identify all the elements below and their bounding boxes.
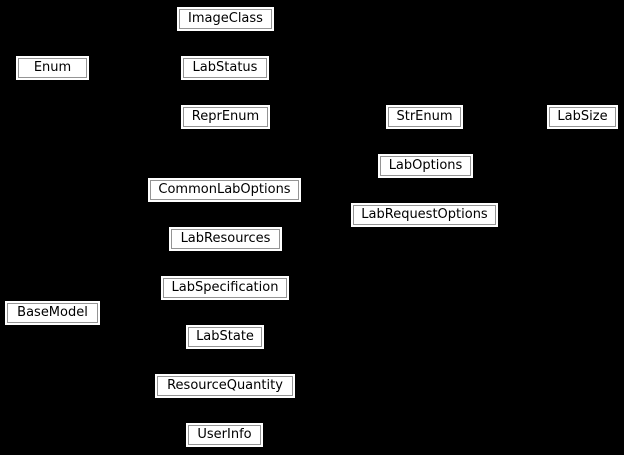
- node-labsize[interactable]: LabSize: [547, 105, 618, 129]
- node-labstatus[interactable]: LabStatus: [181, 56, 269, 80]
- node-labstate[interactable]: LabState: [186, 325, 264, 349]
- node-commonlaboptions[interactable]: CommonLabOptions: [148, 178, 301, 202]
- node-enum[interactable]: Enum: [16, 56, 89, 80]
- node-labresources[interactable]: LabResources: [169, 227, 282, 251]
- node-labspecification[interactable]: LabSpecification: [161, 276, 289, 300]
- node-resourcequantity[interactable]: ResourceQuantity: [155, 374, 295, 398]
- node-imageclass[interactable]: ImageClass: [177, 7, 274, 31]
- node-basemodel[interactable]: BaseModel: [5, 301, 100, 325]
- node-laboptions[interactable]: LabOptions: [378, 154, 473, 178]
- node-userinfo[interactable]: UserInfo: [186, 423, 263, 447]
- node-reprenum[interactable]: ReprEnum: [181, 105, 270, 129]
- node-labrequestoptions[interactable]: LabRequestOptions: [351, 203, 498, 227]
- node-strenum[interactable]: StrEnum: [386, 105, 463, 129]
